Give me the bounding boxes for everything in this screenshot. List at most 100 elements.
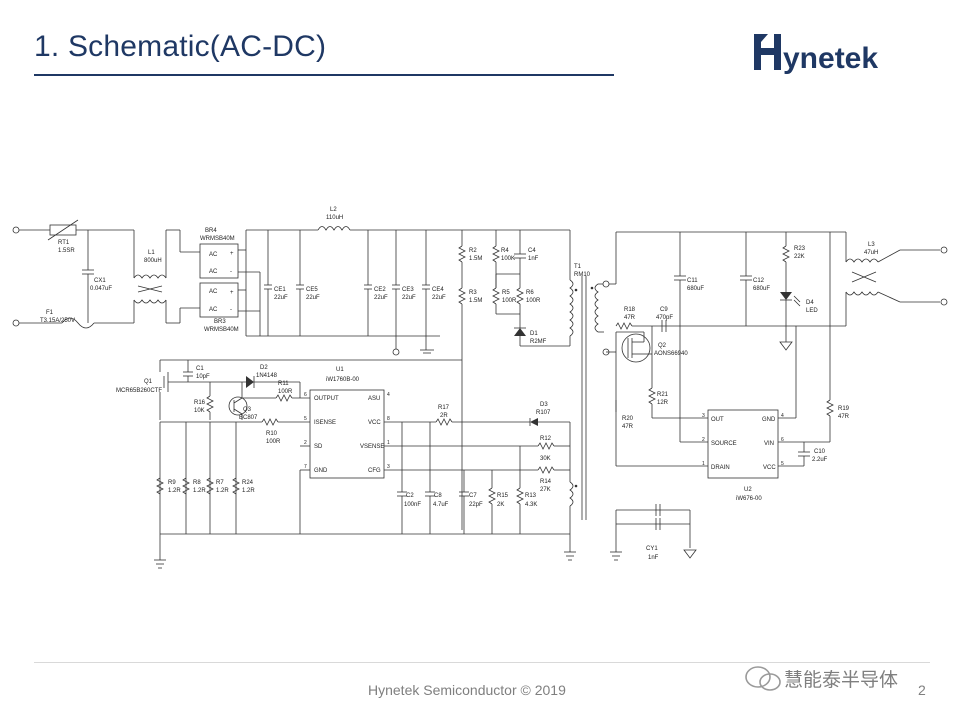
svg-text:R9: R9 bbox=[168, 480, 176, 486]
svg-text:AONS66940: AONS66940 bbox=[654, 351, 688, 357]
svg-text:5: 5 bbox=[304, 416, 307, 422]
svg-text:R2: R2 bbox=[469, 248, 477, 254]
logo-h-mark bbox=[754, 34, 781, 70]
svg-text:4.7uF: 4.7uF bbox=[433, 502, 449, 508]
svg-text:R7: R7 bbox=[216, 480, 224, 486]
footer-divider bbox=[34, 662, 930, 663]
svg-text:1.5M: 1.5M bbox=[469, 298, 482, 304]
svg-text:DRAIN: DRAIN bbox=[711, 465, 730, 471]
svg-text:R19: R19 bbox=[838, 406, 850, 412]
svg-text:+: + bbox=[230, 251, 234, 257]
svg-text:C9: C9 bbox=[660, 307, 668, 313]
transformer-t1: T1 RM10 bbox=[569, 230, 604, 520]
svg-text:BR4: BR4 bbox=[205, 228, 217, 234]
svg-text:SD: SD bbox=[314, 444, 323, 450]
svg-text:C12: C12 bbox=[753, 278, 765, 284]
svg-text:+: + bbox=[230, 290, 234, 296]
bulk-bus bbox=[238, 229, 318, 336]
svg-text:R12: R12 bbox=[540, 436, 552, 442]
svg-text:ASU: ASU bbox=[368, 396, 380, 402]
svg-text:AC: AC bbox=[209, 307, 218, 313]
svg-text:VCC: VCC bbox=[763, 465, 776, 471]
svg-text:22uF: 22uF bbox=[402, 295, 416, 301]
title-underline bbox=[34, 74, 614, 76]
svg-text:2.2uF: 2.2uF bbox=[812, 457, 828, 463]
logo-wordmark: ynetek bbox=[783, 42, 878, 75]
svg-text:100R: 100R bbox=[502, 298, 517, 304]
primary-ground bbox=[154, 533, 570, 569]
svg-text:OUT: OUT bbox=[711, 417, 724, 423]
svg-text:R15: R15 bbox=[497, 493, 509, 499]
svg-text:7: 7 bbox=[304, 464, 307, 470]
page-number: 2 bbox=[918, 682, 926, 698]
svg-text:47R: 47R bbox=[624, 315, 636, 321]
svg-text:1.2R: 1.2R bbox=[168, 488, 181, 494]
svg-text:1nF: 1nF bbox=[648, 555, 659, 561]
svg-text:1nF: 1nF bbox=[528, 256, 539, 262]
bridge-br4: AC AC + - BR4 WRMSB40M bbox=[179, 228, 239, 279]
svg-text:1.2R: 1.2R bbox=[216, 488, 229, 494]
svg-text:22pF: 22pF bbox=[469, 502, 483, 508]
svg-text:U2: U2 bbox=[744, 487, 752, 493]
svg-text:GND: GND bbox=[762, 417, 776, 423]
svg-text:110uH: 110uH bbox=[326, 215, 343, 221]
svg-text:2: 2 bbox=[702, 437, 705, 443]
svg-text:iW676-00: iW676-00 bbox=[736, 496, 762, 502]
svg-text:R14: R14 bbox=[540, 479, 552, 485]
footer-copyright: Hynetek Semiconductor © 2019 bbox=[368, 682, 566, 698]
svg-text:WRMSB40M: WRMSB40M bbox=[204, 327, 239, 333]
svg-text:R20: R20 bbox=[622, 416, 634, 422]
svg-text:C8: C8 bbox=[434, 493, 442, 499]
inductor-l2: L2 110uH bbox=[317, 207, 462, 231]
svg-text:2: 2 bbox=[304, 440, 307, 446]
svg-text:4: 4 bbox=[387, 392, 390, 398]
svg-text:CE5: CE5 bbox=[306, 287, 318, 293]
svg-text:47R: 47R bbox=[622, 424, 634, 430]
svg-text:Q2: Q2 bbox=[658, 343, 667, 349]
svg-text:CX1: CX1 bbox=[94, 278, 106, 284]
svg-text:100K: 100K bbox=[501, 256, 515, 262]
svg-text:R23: R23 bbox=[794, 246, 806, 252]
wechat-icon bbox=[745, 666, 781, 691]
svg-text:AC: AC bbox=[209, 269, 218, 275]
svg-text:iW1760B-00: iW1760B-00 bbox=[326, 377, 360, 383]
svg-text:47R: 47R bbox=[838, 414, 850, 420]
svg-text:VIN: VIN bbox=[764, 441, 774, 447]
svg-text:47uH: 47uH bbox=[864, 250, 878, 256]
svg-text:100R: 100R bbox=[526, 298, 541, 304]
wechat-account-name: 慧能泰半导体 bbox=[784, 669, 899, 691]
svg-text:680uF: 680uF bbox=[753, 286, 770, 292]
thermistor-rt1: RT1 1.5SR bbox=[47, 219, 79, 254]
svg-text:R2MF: R2MF bbox=[530, 339, 547, 345]
svg-text:VCC: VCC bbox=[368, 420, 381, 426]
svg-text:RT1: RT1 bbox=[58, 240, 70, 246]
fuse-f1: F1 T3.15A/250V bbox=[40, 310, 134, 329]
svg-text:R11: R11 bbox=[278, 381, 289, 387]
bridge-br3: AC AC + - BR3 WRMSB40M bbox=[179, 282, 239, 333]
svg-text:MCR65B260CTF: MCR65B260CTF bbox=[116, 388, 162, 394]
svg-text:ISENSE: ISENSE bbox=[314, 420, 336, 426]
svg-text:27K: 27K bbox=[540, 487, 551, 493]
svg-text:D1: D1 bbox=[530, 331, 538, 337]
svg-text:C2: C2 bbox=[406, 493, 414, 499]
svg-text:L3: L3 bbox=[868, 242, 875, 248]
svg-text:Q3: Q3 bbox=[243, 407, 252, 413]
svg-text:T1: T1 bbox=[574, 264, 582, 270]
svg-text:RM10: RM10 bbox=[574, 272, 591, 278]
svg-text:22uF: 22uF bbox=[274, 295, 288, 301]
svg-text:R18: R18 bbox=[624, 307, 636, 313]
svg-text:22uF: 22uF bbox=[306, 295, 320, 301]
